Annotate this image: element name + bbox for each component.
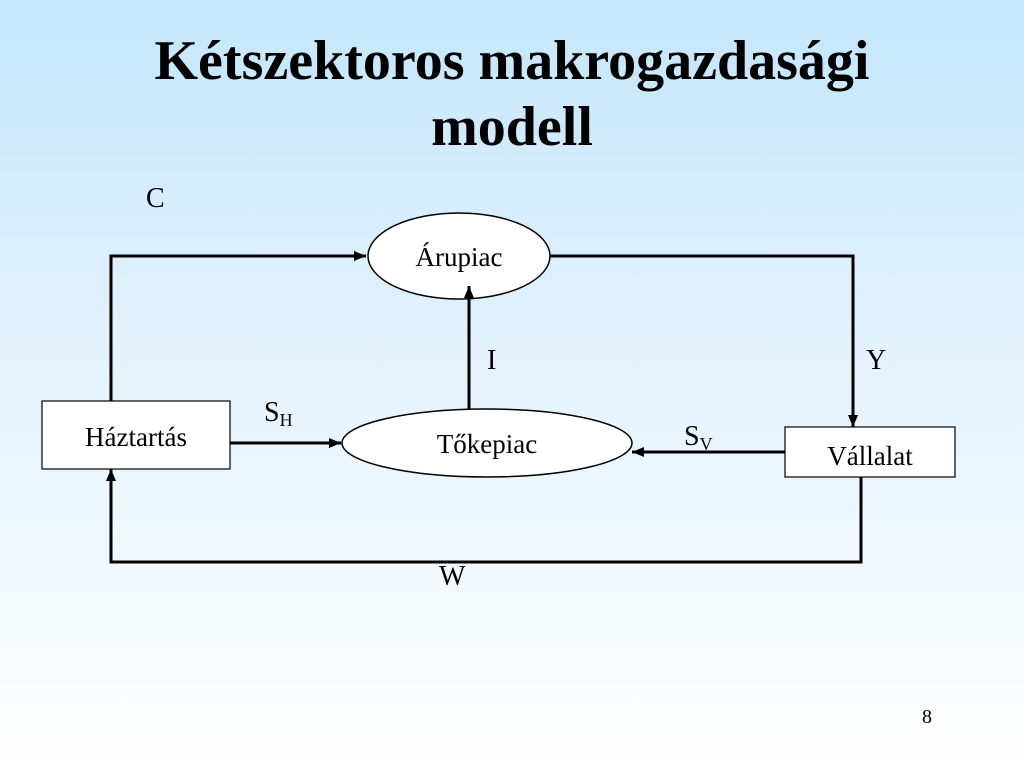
- page-number: 8: [922, 706, 932, 728]
- flow-label-y: Y: [866, 345, 887, 376]
- node-arupiac: Árupiac: [367, 212, 551, 300]
- node-vallalat-label: Vállalat: [827, 441, 913, 471]
- flow-label-s-h: SH: [264, 398, 293, 435]
- flow-arrow-c: [109, 251, 366, 401]
- flow-label-c: C: [146, 183, 165, 214]
- node-haztartas-label: Háztartás: [85, 422, 187, 452]
- node-tokepiac: Tőkepiac: [341, 408, 633, 478]
- node-tokepiac-label: Tőkepiac: [437, 429, 537, 459]
- slide-title-line-2: modell: [431, 96, 593, 158]
- flow-arrow-y: [550, 254, 858, 427]
- slide-title: Kétszektoros makrogazdasági modell: [0, 28, 1024, 160]
- node-vallalat: Vállalat: [784, 426, 956, 478]
- node-arupiac-label: Árupiac: [416, 242, 503, 272]
- flow-label-s-h-sub: H: [279, 410, 293, 430]
- node-haztartas: Háztartás: [41, 400, 231, 470]
- slide-title-line-1: Kétszektoros makrogazdasági: [154, 30, 870, 92]
- flow-label-s-h-main: S: [264, 397, 280, 428]
- flow-label-w: W: [439, 561, 466, 592]
- flow-label-s-v: SV: [684, 422, 713, 459]
- flow-arrow-w: [106, 469, 863, 564]
- flow-label-s-v-main: S: [684, 421, 700, 452]
- flow-label-s-v-sub: V: [699, 434, 713, 454]
- flow-label-i: I: [487, 345, 497, 376]
